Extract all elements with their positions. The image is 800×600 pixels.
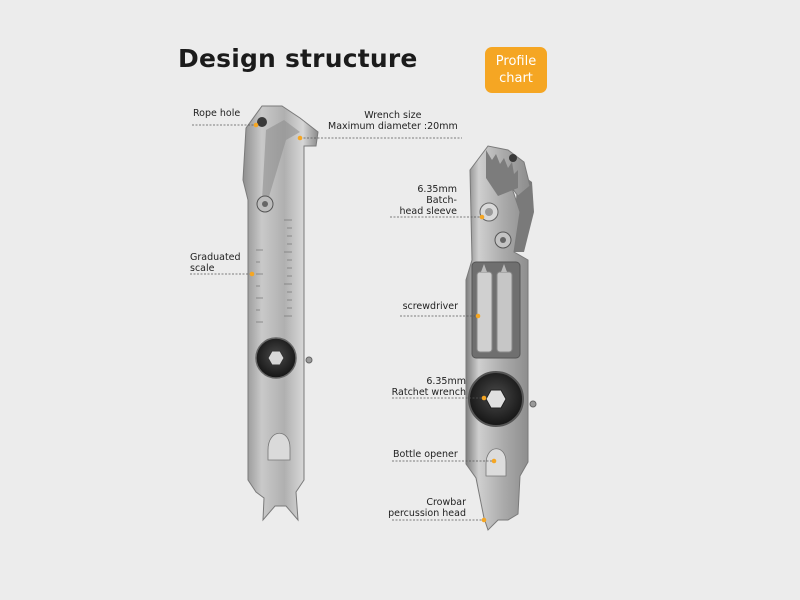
right-wrench-teeth — [486, 150, 518, 196]
dot-rope-hole — [253, 122, 259, 128]
label-graduated-scale: Graduated scale — [190, 252, 241, 274]
right-rope-hole — [509, 154, 517, 162]
label-ratchet-line-2: Ratchet wrench — [391, 387, 466, 398]
bit-1 — [476, 271, 493, 353]
label-wrench-size-line-1: Wrench size — [364, 110, 422, 121]
label-ratchet-wrench: 6.35mm Ratchet wrench — [392, 376, 466, 398]
label-wrench-size: Wrench size Maximum diameter :20mm — [328, 110, 458, 132]
leader-lines — [190, 124, 494, 521]
dot-bottle-opener — [491, 458, 497, 464]
label-crowbar-line-1: Crowbar — [426, 497, 466, 508]
bit-2-tip — [501, 264, 507, 272]
left-multitool — [242, 105, 319, 522]
right-multitool — [465, 145, 537, 531]
left-rope-hole — [257, 117, 267, 127]
label-wrench-size-line-2: Maximum diameter :20mm — [328, 121, 458, 132]
label-bit-sleeve-line-1: 6.35mm — [417, 184, 457, 195]
right-side-rivet — [529, 400, 537, 408]
dot-graduated-scale — [249, 271, 255, 277]
left-jaw-slot — [262, 120, 300, 200]
left-graduated-scale — [256, 219, 292, 323]
left-side-rivet — [305, 356, 313, 364]
right-ratchet-hex — [485, 389, 507, 409]
label-crowbar: Crowbar percussion head — [388, 497, 466, 519]
dot-wrench-size — [297, 135, 303, 141]
left-pivot-screw-center — [262, 201, 268, 207]
badge-line-1: Profile — [495, 54, 537, 69]
right-bottle-opener — [485, 448, 507, 477]
label-bit-sleeve-line-2: Batch- — [426, 195, 457, 206]
label-graduated-scale-line-2: scale — [190, 263, 215, 274]
leader-dots — [249, 122, 497, 523]
right-bit-sleeve-inner — [485, 208, 493, 216]
left-bottle-opener — [267, 432, 291, 461]
label-graduated-scale-line-1: Graduated — [190, 252, 241, 263]
label-rope-hole-text: Rope hole — [193, 108, 241, 119]
label-bottle-opener: Bottle opener — [393, 449, 458, 460]
label-rope-hole: Rope hole — [193, 108, 240, 119]
label-screwdriver: screwdriver — [403, 301, 458, 312]
label-screwdriver-text: screwdriver — [402, 301, 458, 312]
profile-chart-badge: Profile chart — [485, 47, 547, 93]
label-bit-sleeve: 6.35mm Batch- head sleeve — [400, 184, 457, 217]
label-ratchet-line-1: 6.35mm — [426, 376, 466, 387]
badge-line-2: chart — [499, 71, 533, 86]
dot-crowbar — [481, 517, 487, 523]
right-pivot-screw-center — [500, 237, 506, 243]
label-bottle-opener-text: Bottle opener — [393, 449, 458, 460]
page-title: Design structure — [178, 44, 418, 73]
label-bit-sleeve-line-3: head sleeve — [399, 206, 457, 217]
label-crowbar-line-2: percussion head — [388, 508, 466, 519]
bit-2 — [496, 271, 513, 353]
left-ratchet-hex — [267, 350, 285, 366]
bit-1-tip — [481, 264, 487, 272]
dot-bit-sleeve — [479, 214, 485, 220]
dot-screwdriver — [475, 313, 481, 319]
dot-ratchet — [481, 395, 487, 401]
